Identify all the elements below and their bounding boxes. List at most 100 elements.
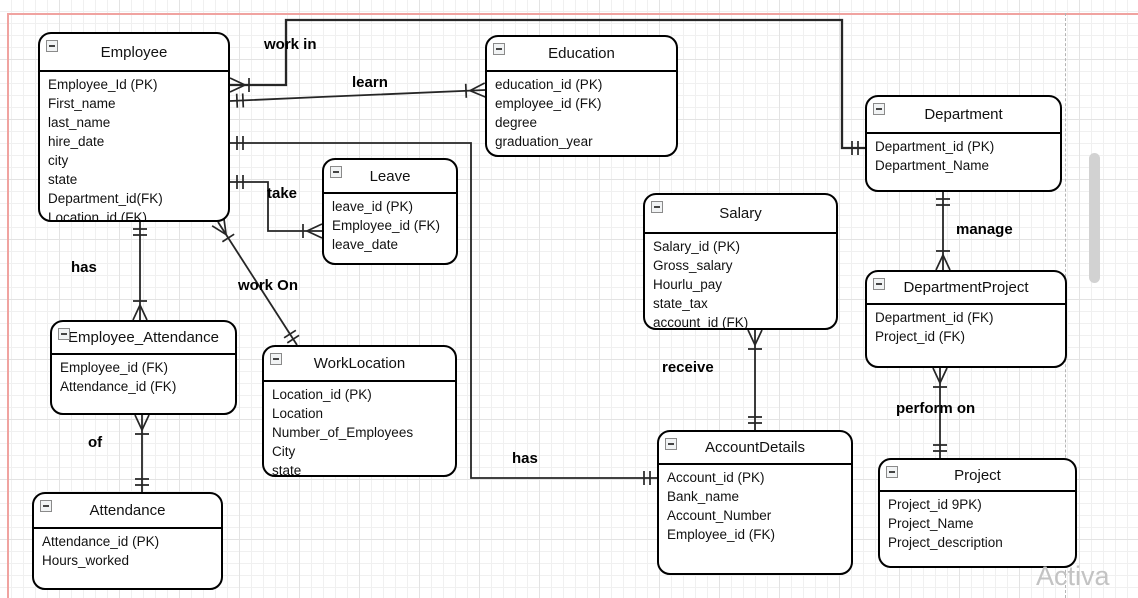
relationship-label-receive[interactable]: receive: [662, 359, 714, 376]
collapse-icon[interactable]: [665, 438, 677, 450]
entity-field-list: Employee_id (FK) Attendance_id (FK): [52, 355, 235, 396]
relationship-label-manage[interactable]: manage: [956, 221, 1013, 238]
entity-field-list: Attendance_id (PK) Hours_worked: [34, 529, 221, 570]
entity-field[interactable]: leave_date: [332, 237, 399, 252]
entity-field[interactable]: hire_date: [48, 134, 105, 149]
entity-title: Project: [954, 466, 1001, 484]
collapse-icon[interactable]: [651, 201, 663, 213]
entity-field[interactable]: Employee_id (FK): [60, 360, 169, 375]
entity-header: Project: [880, 460, 1075, 492]
entity-field[interactable]: Location: [272, 406, 324, 421]
relationship-label-has-account[interactable]: has: [512, 450, 538, 467]
entity-field[interactable]: First_name: [48, 96, 116, 111]
entity-title: Employee_Attendance: [68, 329, 219, 346]
collapse-icon[interactable]: [330, 166, 342, 178]
entity-title: Employee: [100, 43, 168, 61]
relationship-label-work-on[interactable]: work On: [238, 277, 299, 294]
collapse-icon[interactable]: [58, 328, 70, 340]
entity-field[interactable]: Employee_id (FK): [332, 218, 441, 233]
entity-field[interactable]: employee_id (FK): [495, 96, 602, 111]
entity-field[interactable]: Employee_Id (PK): [48, 77, 158, 92]
relationship-label-perform-on[interactable]: perform on: [896, 400, 976, 417]
entity-field[interactable]: Bank_name: [667, 489, 740, 504]
entity-header: WorkLocation: [264, 347, 455, 382]
entity-field[interactable]: Salary_id (PK): [653, 239, 741, 254]
entity-field[interactable]: Department_id(FK): [48, 191, 163, 206]
entity-education[interactable]: Education education_id (PK) employee_id (F…: [485, 35, 678, 157]
entity-field[interactable]: Employee_id (FK): [667, 527, 776, 542]
entity-header: Employee_Attendance: [52, 322, 235, 355]
entity-field[interactable]: Hourlu_pay: [653, 277, 723, 292]
entity-field[interactable]: Location_id (FK): [48, 210, 148, 222]
entity-field[interactable]: Attendance_id (FK): [60, 379, 177, 394]
entity-header: Leave: [324, 160, 456, 194]
entity-field[interactable]: Department_id (PK): [875, 139, 995, 154]
entity-field[interactable]: Gross_salary: [653, 258, 733, 273]
entity-field[interactable]: Project_description: [888, 535, 1003, 550]
relationship-label-of[interactable]: of: [88, 434, 103, 451]
entity-header: AccountDetails: [659, 432, 851, 465]
entity-field[interactable]: Number_of_Employees: [272, 425, 414, 440]
entity-field[interactable]: Department_Name: [875, 158, 990, 173]
collapse-icon[interactable]: [40, 500, 52, 512]
relationship-label-learn[interactable]: learn: [352, 74, 388, 91]
entity-title: Education: [548, 45, 615, 62]
page-boundary-top: [7, 13, 1138, 15]
vertical-scrollbar-thumb[interactable]: [1089, 153, 1100, 283]
entity-field[interactable]: Project_id (FK): [875, 329, 966, 344]
entity-field[interactable]: state_tax: [653, 296, 708, 311]
entity-field[interactable]: account_id (FK): [653, 315, 749, 330]
entity-field[interactable]: Project_Name: [888, 516, 974, 531]
collapse-icon[interactable]: [46, 40, 58, 52]
entity-field-list: education_id (PK) employee_id (FK) degree g…: [487, 72, 676, 151]
entity-field[interactable]: Account_Number: [667, 508, 772, 523]
entity-field[interactable]: state: [48, 172, 78, 187]
entity-header: Employee: [40, 34, 228, 72]
connector-work-on[interactable]: [211, 218, 300, 346]
entity-field[interactable]: Project_id 9PK): [888, 497, 982, 512]
entity-header: Department: [867, 97, 1060, 134]
entity-field[interactable]: Hours_worked: [42, 553, 130, 568]
collapse-icon[interactable]: [886, 466, 898, 478]
entity-field[interactable]: Location_id (PK): [272, 387, 372, 402]
entity-field[interactable]: degree: [495, 115, 538, 130]
entity-field[interactable]: Account_id (PK): [667, 470, 765, 485]
entity-field[interactable]: education_id (PK): [495, 77, 603, 92]
entity-field-list: leave_id (PK) Employee_id (FK) leave_date: [324, 194, 456, 254]
entity-field[interactable]: leave_id (PK): [332, 199, 414, 214]
collapse-icon[interactable]: [270, 353, 282, 365]
entity-field[interactable]: Attendance_id (PK): [42, 534, 160, 549]
entity-title: Salary: [719, 205, 762, 222]
connector-learn[interactable]: [229, 82, 486, 108]
entity-field[interactable]: Department_id (FK): [875, 310, 994, 325]
entity-field[interactable]: graduation_year: [495, 134, 593, 149]
entity-title: Leave: [369, 167, 411, 185]
relationship-label-has-attendance[interactable]: has: [71, 259, 97, 276]
entity-field[interactable]: city: [48, 153, 69, 168]
collapse-icon[interactable]: [873, 103, 885, 115]
entity-field[interactable]: City: [272, 444, 296, 459]
collapse-icon[interactable]: [493, 43, 505, 55]
relationship-label-take[interactable]: take: [267, 185, 298, 202]
connector-has-account[interactable]: [230, 136, 657, 485]
entity-field[interactable]: last_name: [48, 115, 111, 130]
entity-header: Salary: [645, 195, 836, 234]
relationship-label-work-in[interactable]: work in: [264, 36, 317, 53]
collapse-icon[interactable]: [873, 278, 885, 290]
entity-title: Department: [924, 106, 1003, 123]
entity-field[interactable]: state: [272, 463, 302, 477]
entity-field-list: Employee_Id (PK) First_name last_name hire_…: [40, 72, 228, 222]
